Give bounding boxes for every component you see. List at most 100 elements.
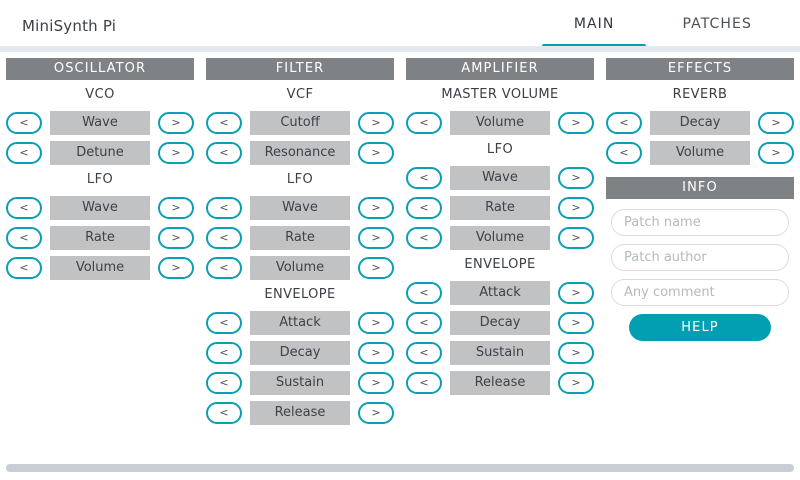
prev-button[interactable]: < (206, 257, 242, 279)
group-title-envelope: ENVELOPE (464, 257, 536, 272)
prev-button[interactable]: < (406, 197, 442, 219)
prev-button[interactable]: < (206, 402, 242, 424)
patch-comment-input[interactable] (611, 279, 789, 306)
patch-name-input[interactable] (611, 209, 789, 236)
parameter-volume[interactable]: Volume (50, 256, 150, 280)
info-spacer (606, 199, 794, 209)
tab-main[interactable]: MAIN (540, 0, 649, 48)
next-button[interactable]: > (358, 197, 394, 219)
next-button[interactable]: > (158, 257, 194, 279)
parameter-sustain[interactable]: Sustain (450, 341, 550, 365)
next-button[interactable]: > (158, 197, 194, 219)
control-row: < Wave > (206, 196, 394, 220)
section-header-info: INFO (606, 177, 794, 199)
next-button[interactable]: > (358, 402, 394, 424)
parameter-resonance[interactable]: Resonance (250, 141, 350, 165)
next-button[interactable]: > (158, 112, 194, 134)
next-button[interactable]: > (558, 282, 594, 304)
parameter-cutoff[interactable]: Cutoff (250, 111, 350, 135)
parameter-decay[interactable]: Decay (650, 111, 750, 135)
control-row: < Release > (206, 401, 394, 425)
next-button[interactable]: > (558, 167, 594, 189)
control-row: < Decay > (406, 311, 594, 335)
prev-button[interactable]: < (206, 142, 242, 164)
next-button[interactable]: > (558, 372, 594, 394)
prev-button[interactable]: < (206, 312, 242, 334)
prev-button[interactable]: < (206, 372, 242, 394)
parameter-decay[interactable]: Decay (250, 341, 350, 365)
parameter-rate[interactable]: Rate (250, 226, 350, 250)
next-button[interactable]: > (358, 372, 394, 394)
parameter-volume[interactable]: Volume (450, 111, 550, 135)
prev-button[interactable]: < (206, 112, 242, 134)
group-title-lfo: LFO (86, 172, 114, 187)
next-button[interactable]: > (558, 197, 594, 219)
tabbar-divider (0, 46, 800, 52)
prev-button[interactable]: < (6, 257, 42, 279)
prev-button[interactable]: < (406, 342, 442, 364)
prev-button[interactable]: < (206, 197, 242, 219)
group-title-lfo: LFO (286, 172, 314, 187)
prev-button[interactable]: < (406, 372, 442, 394)
prev-button[interactable]: < (6, 142, 42, 164)
prev-button[interactable]: < (606, 142, 642, 164)
parameter-attack[interactable]: Attack (450, 281, 550, 305)
parameter-rate[interactable]: Rate (450, 196, 550, 220)
parameter-decay[interactable]: Decay (450, 311, 550, 335)
prev-button[interactable]: < (406, 227, 442, 249)
parameter-wave[interactable]: Wave (50, 196, 150, 220)
prev-button[interactable]: < (6, 227, 42, 249)
control-row: < Volume > (206, 256, 394, 280)
info-panel: INFO HELP (606, 177, 794, 341)
next-button[interactable]: > (358, 312, 394, 334)
prev-button[interactable]: < (6, 197, 42, 219)
prev-button[interactable]: < (206, 342, 242, 364)
control-row: < Resonance > (206, 141, 394, 165)
parameter-release[interactable]: Release (250, 401, 350, 425)
parameter-volume[interactable]: Volume (450, 226, 550, 250)
prev-button[interactable]: < (406, 167, 442, 189)
horizontal-scrollbar[interactable] (6, 464, 794, 472)
next-button[interactable]: > (558, 227, 594, 249)
parameter-sustain[interactable]: Sustain (250, 371, 350, 395)
next-button[interactable]: > (158, 142, 194, 164)
next-button[interactable]: > (558, 312, 594, 334)
tab-patches[interactable]: PATCHES (682, 16, 752, 32)
prev-button[interactable]: < (206, 227, 242, 249)
prev-button[interactable]: < (406, 112, 442, 134)
parameter-rate[interactable]: Rate (50, 226, 150, 250)
prev-button[interactable]: < (406, 312, 442, 334)
control-row: < Detune > (6, 141, 194, 165)
parameter-wave[interactable]: Wave (250, 196, 350, 220)
control-row: < Volume > (6, 256, 194, 280)
next-button[interactable]: > (358, 112, 394, 134)
next-button[interactable]: > (358, 342, 394, 364)
parameter-release[interactable]: Release (450, 371, 550, 395)
control-row: < Attack > (206, 311, 394, 335)
parameter-attack[interactable]: Attack (250, 311, 350, 335)
help-button[interactable]: HELP (629, 314, 771, 341)
prev-button[interactable]: < (6, 112, 42, 134)
parameter-volume[interactable]: Volume (650, 141, 750, 165)
next-button[interactable]: > (358, 257, 394, 279)
next-button[interactable]: > (358, 142, 394, 164)
next-button[interactable]: > (758, 142, 794, 164)
next-button[interactable]: > (758, 112, 794, 134)
prev-button[interactable]: < (606, 112, 642, 134)
section-header-effects: EFFECTS (606, 58, 794, 80)
parameter-volume[interactable]: Volume (250, 256, 350, 280)
next-button[interactable]: > (358, 227, 394, 249)
next-button[interactable]: > (158, 227, 194, 249)
next-button[interactable]: > (558, 342, 594, 364)
parameter-detune[interactable]: Detune (50, 141, 150, 165)
next-button[interactable]: > (558, 112, 594, 134)
parameter-wave[interactable]: Wave (450, 166, 550, 190)
control-row: < Sustain > (406, 341, 594, 365)
parameter-wave[interactable]: Wave (50, 111, 150, 135)
control-row: < Release > (406, 371, 594, 395)
prev-button[interactable]: < (406, 282, 442, 304)
patch-author-input[interactable] (611, 244, 789, 271)
